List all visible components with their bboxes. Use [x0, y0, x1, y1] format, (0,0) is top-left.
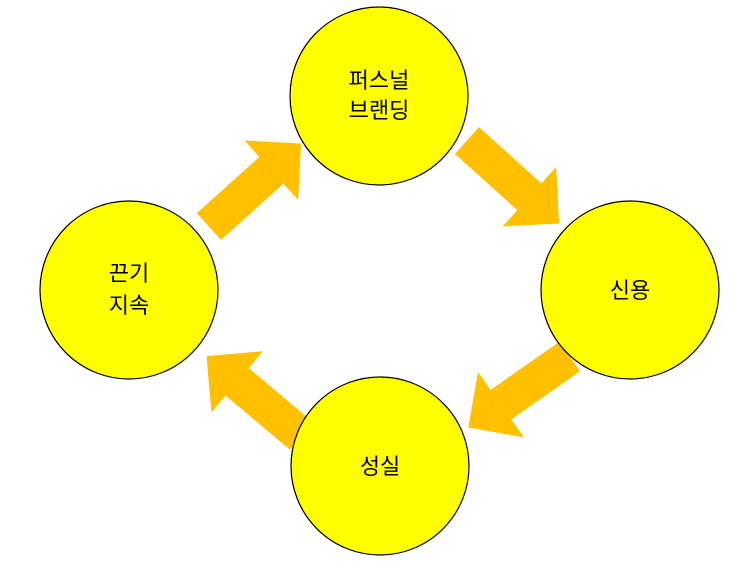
- node-label-line: 성실: [360, 455, 400, 480]
- node-label-line: 지속: [109, 294, 149, 319]
- node-label-line: 신용: [610, 279, 650, 304]
- node-trust: 신용: [540, 200, 720, 380]
- arrow-sincerity-to-persistence: [206, 351, 314, 450]
- node-label-line: 브랜딩: [349, 99, 410, 124]
- arrow-branding-to-trust: [454, 127, 560, 227]
- node-sincerity: 성실: [290, 376, 470, 556]
- arrow-persistence-to-branding: [196, 140, 302, 240]
- arrow-trust-to-sincerity: [468, 341, 581, 438]
- node-label-line: 끈기: [109, 262, 149, 287]
- node-persistence: 끈기 지속: [39, 200, 219, 380]
- node-label-line: 퍼스널: [349, 69, 410, 94]
- node-personal-branding: 퍼스널 브랜딩: [289, 6, 469, 186]
